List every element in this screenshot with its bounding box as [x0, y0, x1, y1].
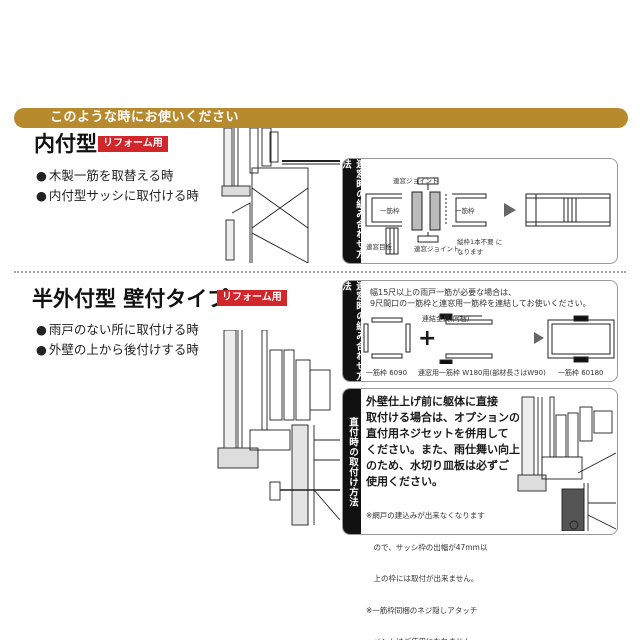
bullet-item: 木製一筋を取替える時 [36, 166, 199, 186]
panel-renso-combination-2: 連窓時の組み合わせ方法 [342, 280, 618, 382]
note-line: ※一筋枠同梱のネジ隠しアタッチ [366, 605, 478, 615]
body-line: のため、水切り皿板は必ずご [366, 459, 509, 472]
section-divider [14, 271, 626, 273]
section1-badge: リフォーム用 [98, 136, 168, 152]
label-joint-bottom: 連窓ジョイント [414, 245, 460, 253]
bullet-item: 雨戸のない所に取付ける時 [36, 320, 199, 340]
label-fitting: 連結金具(同梱) [422, 315, 470, 323]
label-note: 縦枠1本不要 になります [457, 238, 503, 256]
body-line: 使用ください。 [366, 475, 443, 488]
label-frame-left: 一筋枠 [380, 207, 400, 215]
body-line: ください。また、雨仕舞い向上 [366, 443, 520, 456]
caption-frame-60180: 一筋枠 60180 [558, 369, 604, 377]
note-line: メントはご使用になれません。 [366, 637, 487, 640]
panel-renso-combination-1: 連窓時の組み合わせ方法 [342, 158, 618, 264]
section2-cross-section-drawing [217, 330, 340, 526]
body-line: 取付ける場合は、オプションの [366, 411, 520, 424]
panel3-cross-section-drawing [517, 396, 616, 531]
panel2-intro-line2: 9尺間口の一筋枠と連窓用一筋枠を連結してお使いください。 [370, 299, 591, 308]
body-line: 外壁仕上げ前に躯体に直接 [366, 395, 498, 408]
note-line: ので、サッシ枠の出幅が47mm以 [366, 542, 488, 552]
caption-frame-6090: 一筋枠 6090 [366, 369, 408, 377]
bullet-item: 内付型サッシに取付ける時 [36, 186, 199, 206]
section2-title: 半外付型 壁付タイプ [32, 287, 229, 311]
section2-badge: リフォーム用 [217, 290, 287, 306]
section1-title: 内付型 [34, 132, 97, 156]
section1-bullets: 木製一筋を取替える時 内付型サッシに取付ける時 [36, 166, 199, 206]
body-line: 直付用ネジセットを併用して [366, 427, 509, 440]
panel2-diagram [363, 313, 615, 364]
caption-renso-frame: 連窓用一筋枠 W180用(部材長さはW90) [418, 369, 546, 377]
panel1-diagram [365, 177, 611, 255]
bullet-item: 外壁の上から後付けする時 [36, 340, 199, 360]
section2-bullets: 雨戸のない所に取付ける時 外壁の上から後付けする時 [36, 320, 199, 360]
section1-cross-section-drawing [221, 128, 340, 263]
banner-title: このような時にお使いください [50, 110, 240, 125]
note-line: 上の枠には取付が出来ません。 [366, 574, 479, 583]
panel2-intro-line1: 幅15尺以上の雨戸一筋が必要な場合は、 [370, 288, 517, 297]
header-banner: このような時にお使いください [14, 108, 628, 128]
plus-sign: + [418, 326, 437, 351]
panel1-tab-label: 連窓時の組み合わせ方法 [343, 159, 365, 263]
note-line: ※網戸の建込みが出来なくなります [366, 511, 485, 520]
panel3-notes: ※網戸の建込みが出来なくなります ので、サッシ枠の出幅が47mm以 上の枠には取… [366, 490, 487, 640]
label-joint-top: 連窓ジョイント [393, 177, 439, 185]
panel3-tab-label: 直付時の取付け方法 [343, 389, 361, 534]
label-cover: 連窓目板 [366, 243, 392, 251]
panel2-tab-label: 連窓時の組み合わせ方法 [342, 281, 365, 381]
label-frame-right: 一筋枠 [455, 207, 475, 215]
panel3-body: 外壁仕上げ前に躯体に直接 取付ける場合は、オプションの 直付用ネジセットを併用し… [366, 394, 520, 490]
